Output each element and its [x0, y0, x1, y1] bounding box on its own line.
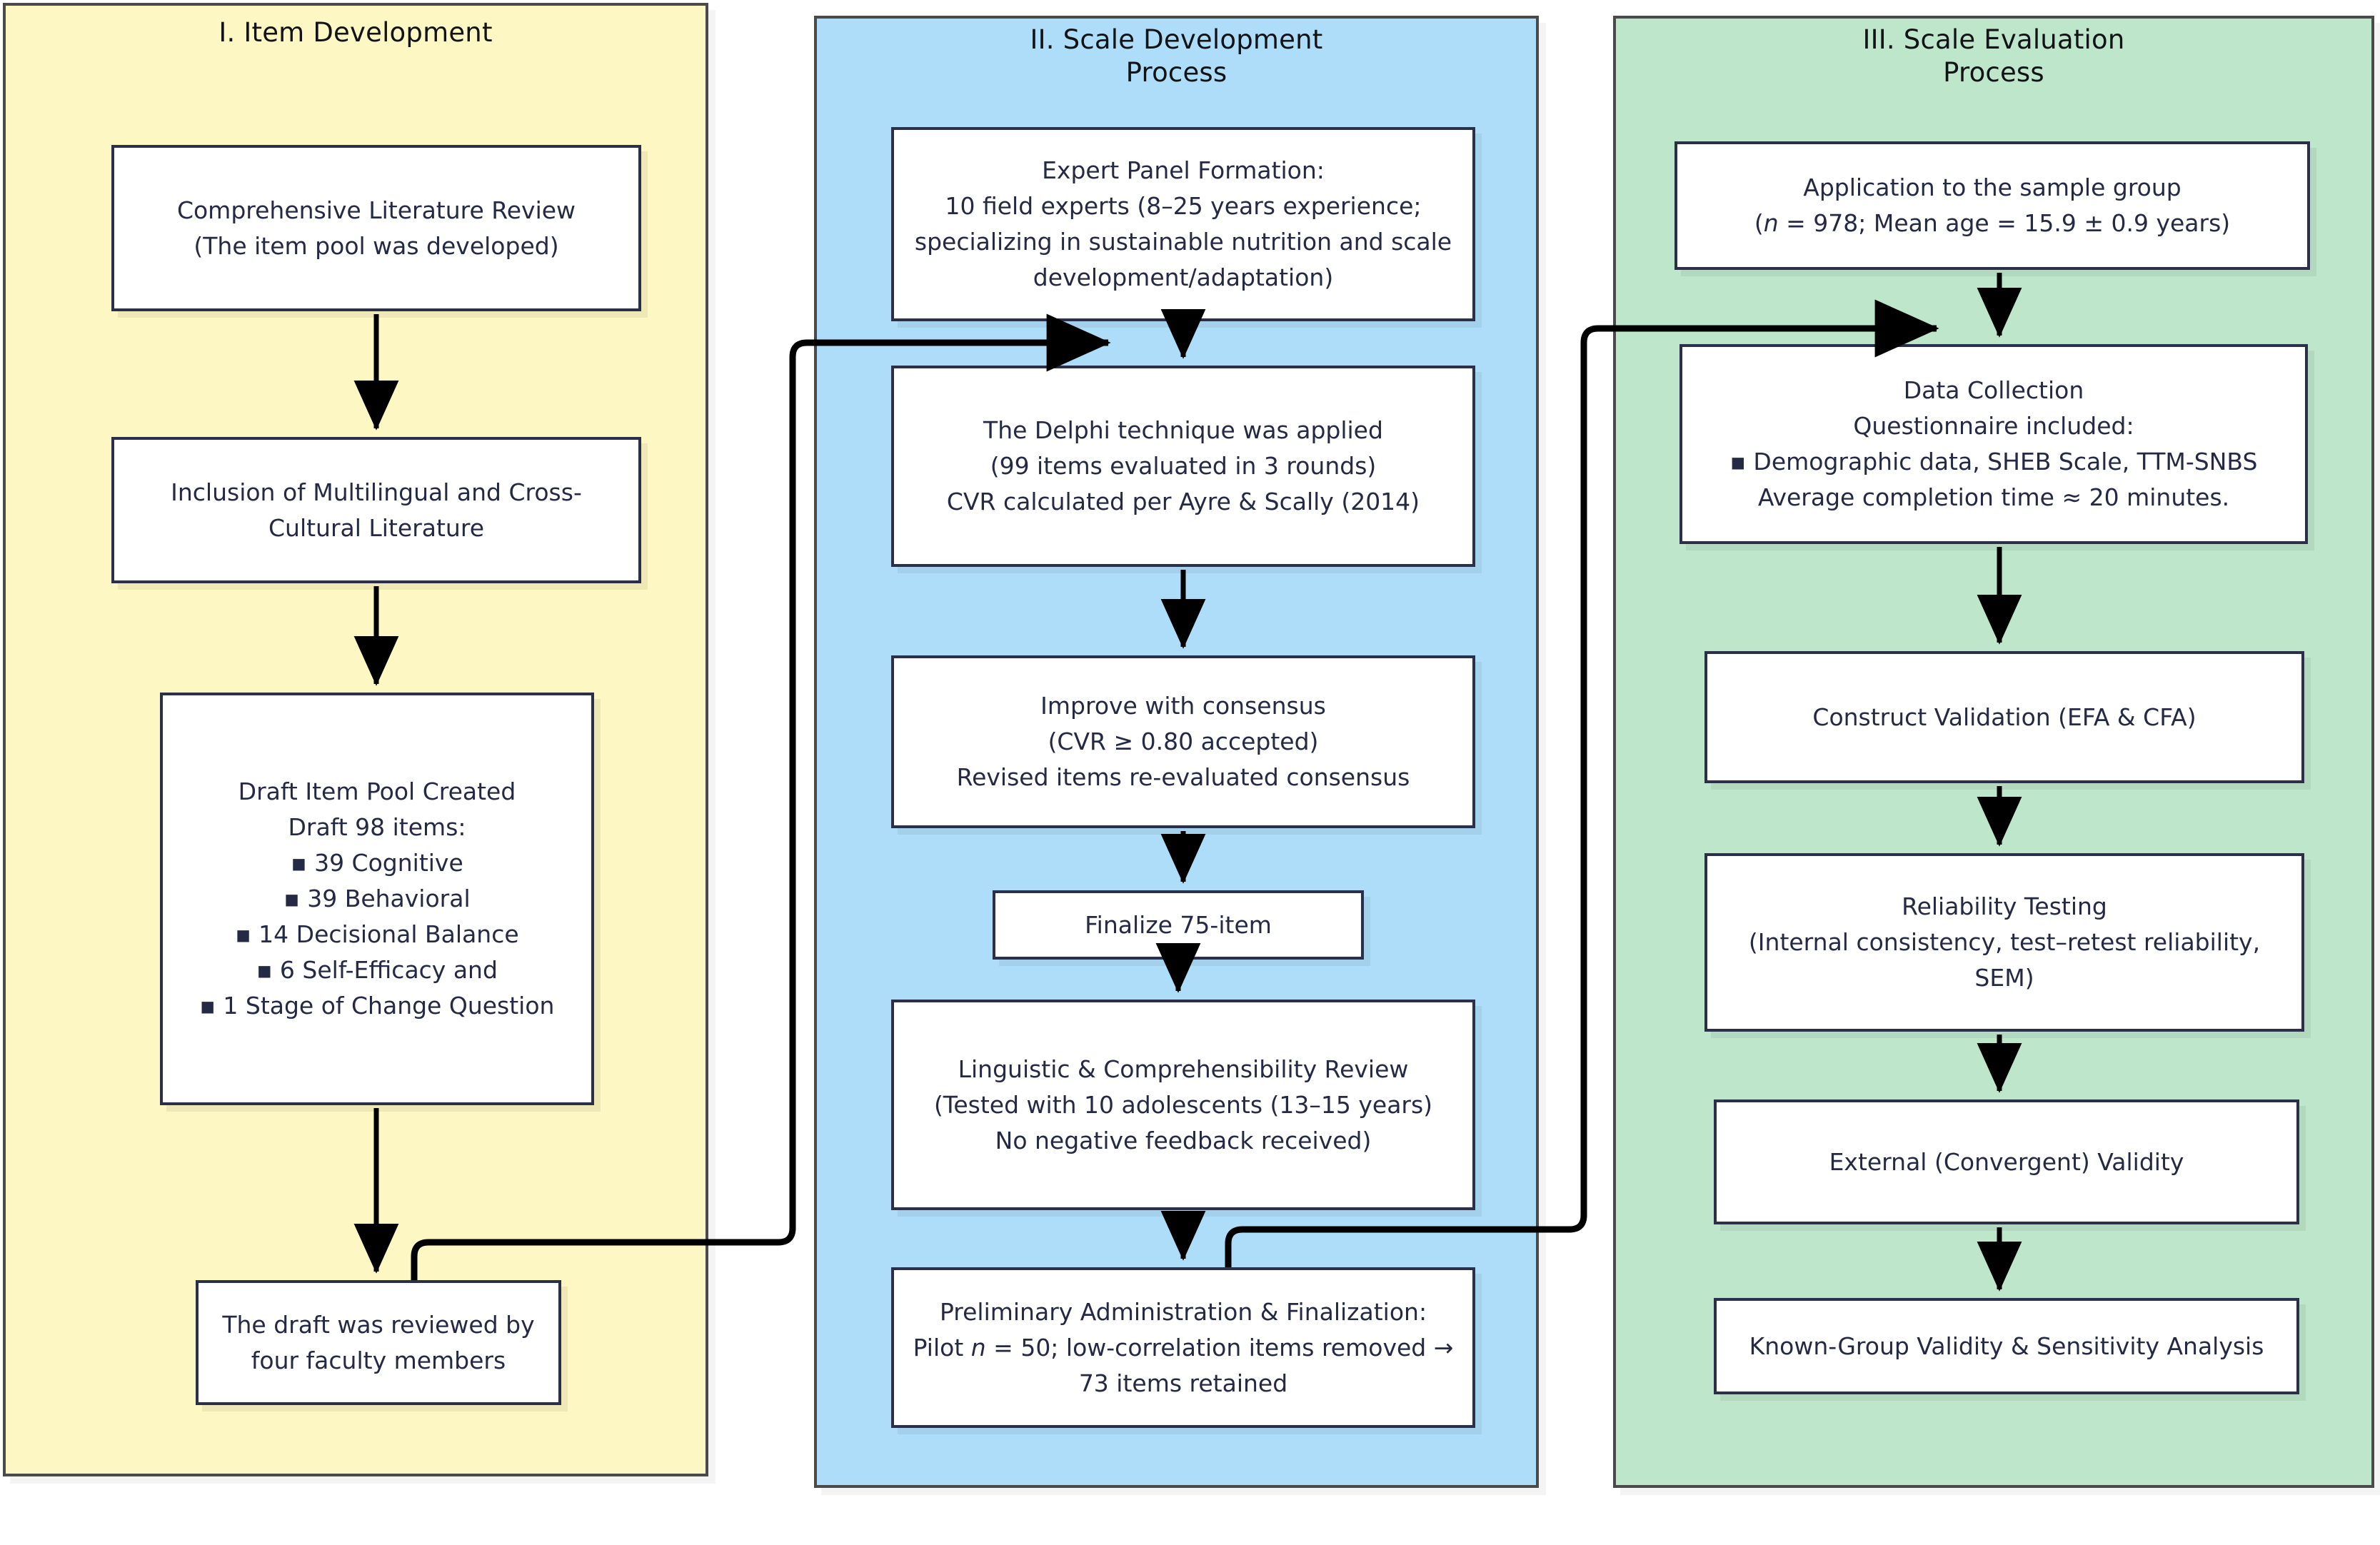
node-delphi[interactable]: The Delphi technique was applied (99 ite…	[891, 366, 1475, 567]
node-faculty-review-label: The draft was reviewed by four faculty m…	[222, 1310, 535, 1374]
node-faculty-review[interactable]: The draft was reviewed by four faculty m…	[196, 1280, 561, 1405]
panel-title-item-development: I. Item Development	[219, 17, 493, 48]
node-application[interactable]: Application to the sample group (n = 978…	[1674, 141, 2310, 270]
node-preliminary-label: Preliminary Administration & Finalizatio…	[913, 1297, 1454, 1397]
node-known-group[interactable]: Known-Group Validity & Sensitivity Analy…	[1714, 1298, 2299, 1394]
node-construct-label: Construct Validation (EFA & CFA)	[1812, 703, 2196, 731]
panel-title-scale-development-line1: II. Scale Development	[1030, 24, 1323, 55]
panel-title-scale-evaluation-line1: III. Scale Evaluation	[1862, 24, 2125, 55]
node-linguistic-label: Linguistic & Comprehensibility Review (T…	[933, 1055, 1433, 1154]
node-lit-review[interactable]: Comprehensive Literature Review (The ite…	[111, 145, 641, 311]
node-known-group-label: Known-Group Validity & Sensitivity Analy…	[1749, 1332, 2264, 1360]
node-reliability-label: Reliability Testing (Internal consistenc…	[1748, 892, 2261, 992]
node-data-collection-label: Data Collection Questionnaire included: …	[1729, 376, 2258, 511]
node-multilingual[interactable]: Inclusion of Multilingual and Cross- Cul…	[111, 437, 641, 583]
node-consensus-label: Improve with consensus (CVR ≥ 0.80 accep…	[956, 692, 1410, 791]
node-draft-item-pool[interactable]: Draft Item Pool Created Draft 98 items: …	[160, 693, 594, 1105]
node-external[interactable]: External (Convergent) Validity	[1714, 1099, 2299, 1224]
node-finalize-75[interactable]: Finalize 75-item	[993, 890, 1364, 960]
node-consensus[interactable]: Improve with consensus (CVR ≥ 0.80 accep…	[891, 655, 1475, 828]
node-finalize-75-label: Finalize 75-item	[1085, 910, 1272, 939]
node-reliability[interactable]: Reliability Testing (Internal consistenc…	[1704, 853, 2304, 1032]
node-delphi-label: The Delphi technique was applied (99 ite…	[946, 416, 1420, 515]
node-draft-item-pool-label: Draft Item Pool Created Draft 98 items: …	[199, 777, 555, 1020]
node-data-collection[interactable]: Data Collection Questionnaire included: …	[1679, 344, 2308, 544]
node-application-label: Application to the sample group (n = 978…	[1754, 173, 2231, 237]
node-expert-panel-label: Expert Panel Formation: 10 field experts…	[914, 156, 1452, 291]
node-preliminary[interactable]: Preliminary Administration & Finalizatio…	[891, 1267, 1475, 1428]
panel-title-scale-evaluation-line2: Process	[1943, 57, 2044, 88]
node-external-label: External (Convergent) Validity	[1829, 1147, 2184, 1176]
node-multilingual-label: Inclusion of Multilingual and Cross- Cul…	[171, 478, 582, 542]
node-lit-review-label: Comprehensive Literature Review (The ite…	[176, 196, 576, 260]
node-construct[interactable]: Construct Validation (EFA & CFA)	[1704, 651, 2304, 783]
panel-title-scale-development-line2: Process	[1125, 57, 1227, 88]
node-linguistic[interactable]: Linguistic & Comprehensibility Review (T…	[891, 1000, 1475, 1210]
node-expert-panel[interactable]: Expert Panel Formation: 10 field experts…	[891, 127, 1475, 321]
